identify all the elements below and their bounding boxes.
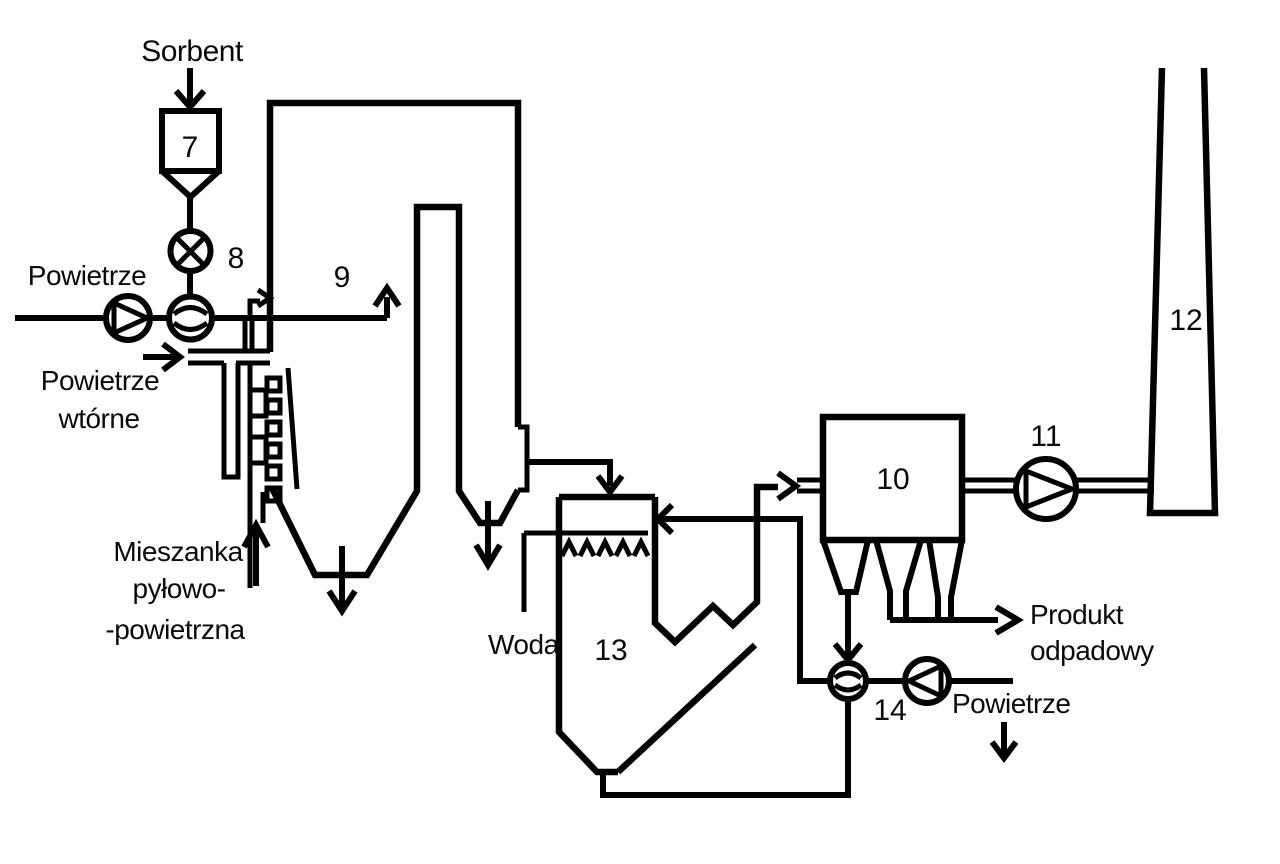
up-arrow-icon [241,518,271,549]
mixer-arcs-icon [833,670,863,693]
filter-hopper-middle [873,539,924,620]
spray-absorber-13 [521,470,851,798]
recycle-return-line [661,516,829,684]
number-sorbent-valve: 8 [228,242,245,275]
right-arrow-icon [994,604,1024,636]
absorber-shell [555,497,618,776]
down-arrow-icon [989,740,1019,763]
mixer-feeder-icon [827,660,869,702]
burner-ladder-icon [247,387,269,466]
label-air-main: Powietrze [28,260,146,291]
stack-12 [1146,67,1219,517]
bag-filter-10 [819,413,1024,665]
label-water: Woda [488,629,560,660]
filter-outlet-duct [962,477,1016,494]
mixer-feeder-icon [166,293,215,343]
label-mixture-2: pyłowo- [133,573,226,604]
secondary-air-duct [143,341,270,480]
burner-assembly [241,363,300,588]
stack-shape [1146,67,1219,517]
boiler-passes-and-hoppers [269,203,521,579]
left-arrow-icon [653,502,675,536]
number-bag-filter: 10 [876,463,909,496]
valve-cross-icon [175,236,206,267]
number-recycle-valve: 14 [873,694,906,727]
filter-inlet-duct [797,477,823,494]
down-arrow-icon [473,543,503,571]
right-arrow-icon [776,470,802,502]
filter-hopper-right [926,539,965,620]
label-sorbent: Sorbent [141,35,244,68]
up-arrow-icon [372,282,402,308]
burner-branch-duct [242,318,255,351]
right-arrow-icon [161,341,185,373]
number-spray-absorber: 13 [594,634,627,667]
boiler-outer-wall [266,99,522,427]
boiler-gas-outlet-nozzle [518,424,530,493]
label-waste-2: odpadowy [1030,635,1154,666]
sorbent-feed-system [159,68,222,297]
down-arrow-icon [173,89,207,112]
burner-inner-wall [285,367,300,490]
spray-nozzles-icon [559,536,651,558]
down-arrow-icon [326,589,358,617]
down-arrow-icon [595,474,625,497]
gas-line-to-absorber [527,459,625,497]
boiler-9 [266,99,530,617]
label-air-recycle: Powietrze [952,688,1070,719]
absorber-bottom-recycle-line [600,700,851,798]
label-waste-1: Produkt [1030,599,1124,630]
absorber-internal-duct [615,642,758,775]
label-mixture-1: Mieszanka [113,536,243,567]
windbox-channel [221,363,241,480]
number-boiler: 9 [334,261,351,294]
number-stack: 12 [1169,304,1202,337]
primary-air-line [15,282,402,351]
burner-nozzle-teeth-icon [264,375,283,504]
label-secondary-air-2: wtórne [57,403,139,434]
wall-injection-stub [247,298,260,318]
label-mixture-3: -powietrzna [105,614,245,645]
recycle-valve-14 [827,656,1019,763]
absorber-gas-riser [651,483,778,647]
mixer-arcs-icon [172,305,209,332]
fan-triangle-icon [1023,467,1079,511]
filter-hopper-left [820,539,871,595]
stack-inlet-duct [1076,477,1154,494]
blower-triangle-icon [903,662,944,700]
blower-triangle-icon [111,299,154,337]
number-id-fan: 11 [1030,420,1061,453]
label-secondary-air-1: Powietrze [41,365,159,396]
number-sorbent-hopper: 7 [182,131,199,164]
sorbent-hopper-funnel [159,168,222,202]
id-fan-11 [1013,456,1154,522]
